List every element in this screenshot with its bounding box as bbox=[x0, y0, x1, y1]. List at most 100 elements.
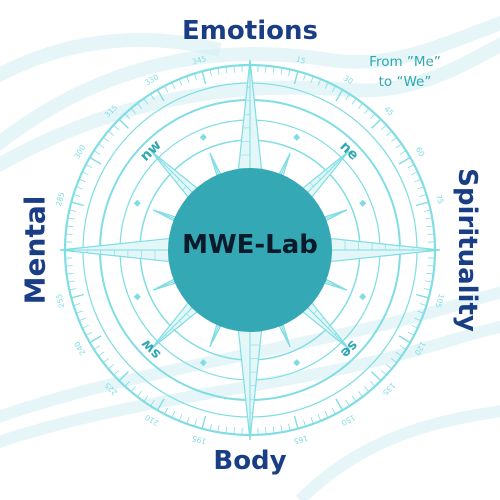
ray-hatch bbox=[173, 281, 175, 284]
compass-tick bbox=[399, 345, 407, 350]
ring-diamond bbox=[359, 293, 367, 301]
compass-tick bbox=[345, 399, 350, 407]
compass-tick bbox=[390, 358, 398, 363]
compass-tick bbox=[335, 398, 344, 411]
ray-hatch bbox=[327, 325, 331, 329]
compass-tick bbox=[386, 364, 392, 370]
compass-tick bbox=[423, 209, 431, 212]
ray-hatch bbox=[281, 325, 284, 327]
compass-tick bbox=[171, 82, 176, 89]
ray-hatch bbox=[317, 176, 321, 180]
compass-tick bbox=[69, 209, 77, 212]
compass-tick bbox=[71, 293, 85, 299]
compass-tick bbox=[67, 217, 75, 220]
compass-tick bbox=[143, 395, 149, 402]
ray-hatch bbox=[333, 163, 336, 166]
ray-hatch bbox=[283, 166, 285, 168]
compass-tick bbox=[280, 67, 283, 75]
ray-hatch bbox=[325, 169, 329, 173]
compass-tick bbox=[414, 178, 422, 183]
degree-label: 210 bbox=[143, 413, 160, 428]
compass-tick bbox=[137, 102, 142, 110]
compass-tick bbox=[386, 130, 392, 136]
ray-hatch bbox=[309, 182, 314, 187]
direction-label-body: Body bbox=[213, 446, 287, 476]
compass-tick bbox=[82, 171, 89, 176]
compass-tick bbox=[419, 194, 427, 197]
compass-tick bbox=[102, 358, 110, 363]
compass-tick bbox=[310, 76, 314, 83]
compass-tick bbox=[415, 201, 429, 207]
compass-tick bbox=[233, 427, 235, 435]
compass-tick bbox=[411, 171, 418, 176]
compass-tick bbox=[233, 65, 235, 73]
compass-tick bbox=[194, 73, 197, 81]
compass-tick bbox=[194, 419, 197, 427]
degree-label: 60 bbox=[414, 145, 427, 158]
compass-tick bbox=[156, 398, 165, 411]
compass-tick bbox=[102, 137, 110, 142]
compass-tick bbox=[124, 380, 130, 387]
compass-tick bbox=[423, 288, 431, 291]
compass-tick bbox=[76, 310, 83, 314]
compass-tick bbox=[310, 417, 314, 424]
compass-tick bbox=[108, 130, 114, 136]
compass-tick bbox=[280, 425, 283, 433]
ray-hatch bbox=[171, 327, 175, 331]
ray-hatch bbox=[166, 215, 168, 217]
compass-tick bbox=[209, 423, 212, 431]
compass-tick bbox=[98, 351, 105, 357]
compass-tick bbox=[371, 118, 382, 129]
compass-tick bbox=[351, 98, 357, 105]
compass-tick bbox=[85, 331, 93, 336]
compass-tick bbox=[143, 98, 149, 105]
compass-tick bbox=[217, 425, 220, 433]
background-wave bbox=[0, 37, 500, 173]
compass-tick bbox=[93, 150, 101, 155]
degree-label: 15 bbox=[295, 55, 307, 66]
ray-hatch bbox=[157, 157, 159, 160]
direction-label-emotions: Emotions bbox=[182, 16, 318, 46]
compass-tick bbox=[137, 390, 142, 398]
compass-tick bbox=[370, 380, 376, 387]
ray-hatch bbox=[341, 340, 343, 343]
ring-diamond bbox=[359, 199, 367, 207]
degree-label: 75 bbox=[434, 193, 445, 205]
compass-tick bbox=[150, 93, 155, 101]
compass-tick bbox=[399, 150, 407, 155]
compass-tick bbox=[85, 164, 93, 169]
compass-tick bbox=[67, 280, 75, 283]
compass-tick bbox=[265, 65, 267, 73]
compass-tick bbox=[380, 124, 387, 130]
compass-tick bbox=[293, 71, 299, 85]
background-wave bbox=[0, 16, 500, 152]
degree-label: 240 bbox=[72, 340, 87, 357]
compass-tick bbox=[371, 371, 382, 382]
compass-tick bbox=[66, 272, 74, 275]
compass-tick bbox=[426, 272, 434, 275]
compass-tick bbox=[164, 407, 169, 415]
compass-tick bbox=[414, 317, 422, 322]
compass-tick bbox=[118, 118, 129, 129]
compass-tick bbox=[186, 417, 190, 424]
compass-tick bbox=[395, 351, 402, 357]
ray-hatch bbox=[172, 218, 175, 221]
ring-diamond bbox=[293, 359, 301, 367]
compass-tick bbox=[201, 71, 207, 85]
ray-hatch bbox=[218, 325, 221, 328]
compass-tick bbox=[78, 178, 86, 183]
compass-tick bbox=[425, 217, 433, 220]
compass-tick bbox=[331, 407, 336, 415]
compass-tick bbox=[272, 66, 275, 74]
compass-tick bbox=[331, 85, 336, 93]
compass-tick bbox=[71, 201, 85, 207]
degree-label: 105 bbox=[434, 293, 446, 309]
ray-hatch bbox=[157, 341, 160, 343]
degree-label: 300 bbox=[72, 143, 87, 160]
compass-tick bbox=[407, 164, 415, 169]
compass-tick bbox=[225, 426, 228, 434]
ray-hatch bbox=[169, 171, 173, 175]
compass-tick bbox=[98, 143, 105, 149]
degree-label: 255 bbox=[54, 293, 66, 309]
